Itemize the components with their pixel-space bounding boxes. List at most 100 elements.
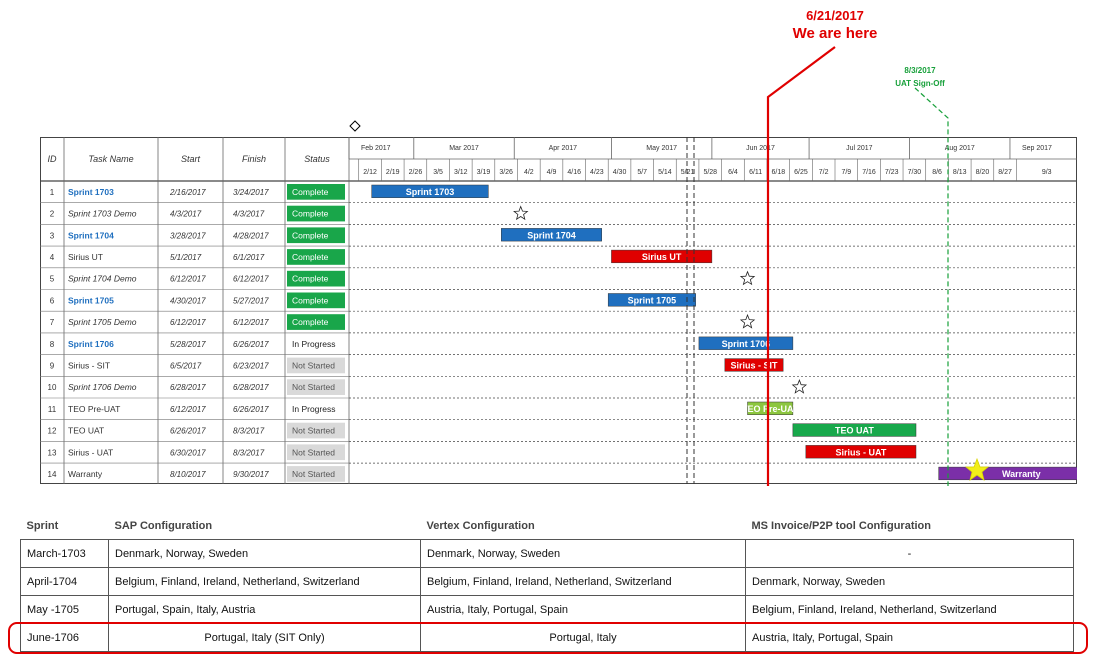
week-label: 6/25 (794, 169, 808, 176)
today-date-label: 6/21/2017 (806, 8, 864, 23)
month-label: Jul 2017 (846, 145, 873, 152)
we-are-here-callout-line (766, 46, 836, 486)
column-header-task: Task Name (88, 154, 133, 164)
week-label: 2/12 (363, 169, 377, 176)
uat-signoff-date-label: 8/3/2017 (904, 66, 936, 75)
row-id: 12 (48, 427, 57, 436)
header-sap-configuration: SAP Configuration (108, 512, 421, 540)
gantt-bar-label: Warranty (1002, 469, 1041, 479)
vertex-cell: Denmark, Norway, Sweden (420, 539, 746, 568)
row-id: 5 (50, 275, 55, 284)
gantt-bar-label: Sprint 1705 (628, 295, 677, 305)
row-start-date: 6/12/2017 (170, 405, 206, 414)
month-label: Aug 2017 (945, 145, 975, 152)
row-task-name: Sirius - UAT (68, 447, 113, 457)
column-header-finish: Finish (242, 154, 266, 164)
week-label: 4/23 (590, 169, 604, 176)
sprint-cell: June-1706 (20, 623, 109, 652)
status-badge-bg (287, 270, 345, 287)
table-row: March-1703 Denmark, Norway, Sweden Denma… (20, 539, 1074, 568)
month-label: Apr 2017 (549, 145, 578, 152)
week-label: 4/9 (547, 169, 557, 176)
warranty-star-icon (964, 457, 990, 481)
gantt-bar (792, 423, 917, 437)
milestone-star-icon (513, 205, 529, 221)
row-id: 2 (50, 210, 55, 219)
status-badge-bg (287, 466, 345, 482)
row-finish-date: 8/3/2017 (233, 448, 265, 457)
sap-cell: Denmark, Norway, Sweden (108, 539, 421, 568)
row-start-date: 4/3/2017 (170, 210, 202, 219)
row-task-name: Sirius UT (68, 252, 103, 262)
status-badge: Complete (292, 274, 329, 284)
ms-invoice-cell: - (745, 539, 1074, 568)
gantt-bar-label: Sprint 1706 (722, 339, 771, 349)
sprint-cell: May -1705 (20, 595, 109, 624)
vertex-cell: Belgium, Finland, Ireland, Netherland, S… (420, 567, 746, 596)
status-badge-bg (287, 184, 345, 200)
status-badge: In Progress (292, 404, 335, 414)
gantt-bar-label: Sirius UT (642, 252, 682, 262)
sprint-cell: March-1703 (20, 539, 109, 568)
gantt-bar-label: Sirius - SIT (730, 360, 778, 370)
table-row-highlighted: June-1706 Portugal, Italy (SIT Only) Por… (20, 623, 1074, 652)
row-finish-date: 6/12/2017 (233, 275, 269, 284)
status-badge-bg (287, 422, 345, 439)
status-badge: Not Started (292, 382, 335, 392)
week-label: 5/28 (703, 169, 717, 176)
status-badge: Not Started (292, 360, 335, 370)
row-finish-date: 6/1/2017 (233, 253, 265, 262)
status-badge-bg (287, 357, 345, 374)
column-header-start: Start (181, 154, 201, 164)
we-are-here-label: We are here (792, 25, 878, 42)
diamond-marker-icon (349, 120, 361, 132)
week-label: 2/19 (386, 169, 400, 176)
week-label: 7/2 (819, 169, 829, 176)
week-label: 8/13 (953, 169, 967, 176)
status-badge: In Progress (292, 339, 335, 349)
sap-cell: Portugal, Spain, Italy, Austria (108, 595, 421, 624)
month-label: Sep 2017 (1022, 145, 1052, 152)
current-sprint-highlight-box (8, 622, 1088, 654)
status-badge: Not Started (292, 469, 335, 479)
week-label: 7/23 (885, 169, 899, 176)
gantt-bar (501, 228, 602, 242)
row-task-name: Sprint 1704 (68, 230, 114, 240)
status-badge-bg (287, 314, 345, 330)
status-badge-bg (287, 227, 345, 244)
vertex-cell: Portugal, Italy (420, 623, 746, 652)
month-label: Jun 2017 (746, 145, 775, 152)
row-id: 3 (50, 231, 55, 240)
vertex-cell: Austria, Italy, Portugal, Spain (420, 595, 746, 624)
row-finish-date: 8/3/2017 (233, 427, 265, 436)
row-finish-date: 6/23/2017 (233, 361, 269, 370)
row-id: 6 (50, 296, 55, 305)
gantt-bar (805, 445, 917, 459)
week-label: 4/2 (524, 169, 534, 176)
gantt-bar-label: Sprint 1704 (527, 230, 576, 240)
row-task-name: Sprint 1706 Demo (68, 382, 137, 392)
week-label: 7/9 (841, 169, 851, 176)
row-start-date: 4/30/2017 (170, 296, 206, 305)
row-start-date: 6/12/2017 (170, 275, 206, 284)
sprint-cell: April-1704 (20, 567, 109, 596)
gantt-bar-label: TEO UAT (835, 426, 874, 436)
week-label: 6/11 (749, 169, 762, 176)
status-badge: Not Started (292, 447, 335, 457)
week-label: 9/3 (1042, 169, 1052, 176)
row-id: 1 (50, 188, 55, 197)
row-finish-date: 6/26/2017 (233, 340, 269, 349)
table-row: April-1704 Belgium, Finland, Ireland, Ne… (20, 567, 1074, 596)
row-finish-date: 4/3/2017 (233, 210, 265, 219)
sap-cell: Belgium, Finland, Ireland, Netherland, S… (108, 567, 421, 596)
status-badge-bg (287, 444, 345, 461)
row-start-date: 6/12/2017 (170, 318, 206, 327)
gantt-frame (40, 137, 1077, 484)
status-badge: Complete (292, 209, 329, 219)
row-start-date: 8/10/2017 (170, 470, 206, 479)
week-label: 8/6 (932, 169, 942, 176)
row-task-name: Sprint 1704 Demo (68, 274, 137, 284)
row-task-name: Sprint 1705 (68, 295, 114, 305)
